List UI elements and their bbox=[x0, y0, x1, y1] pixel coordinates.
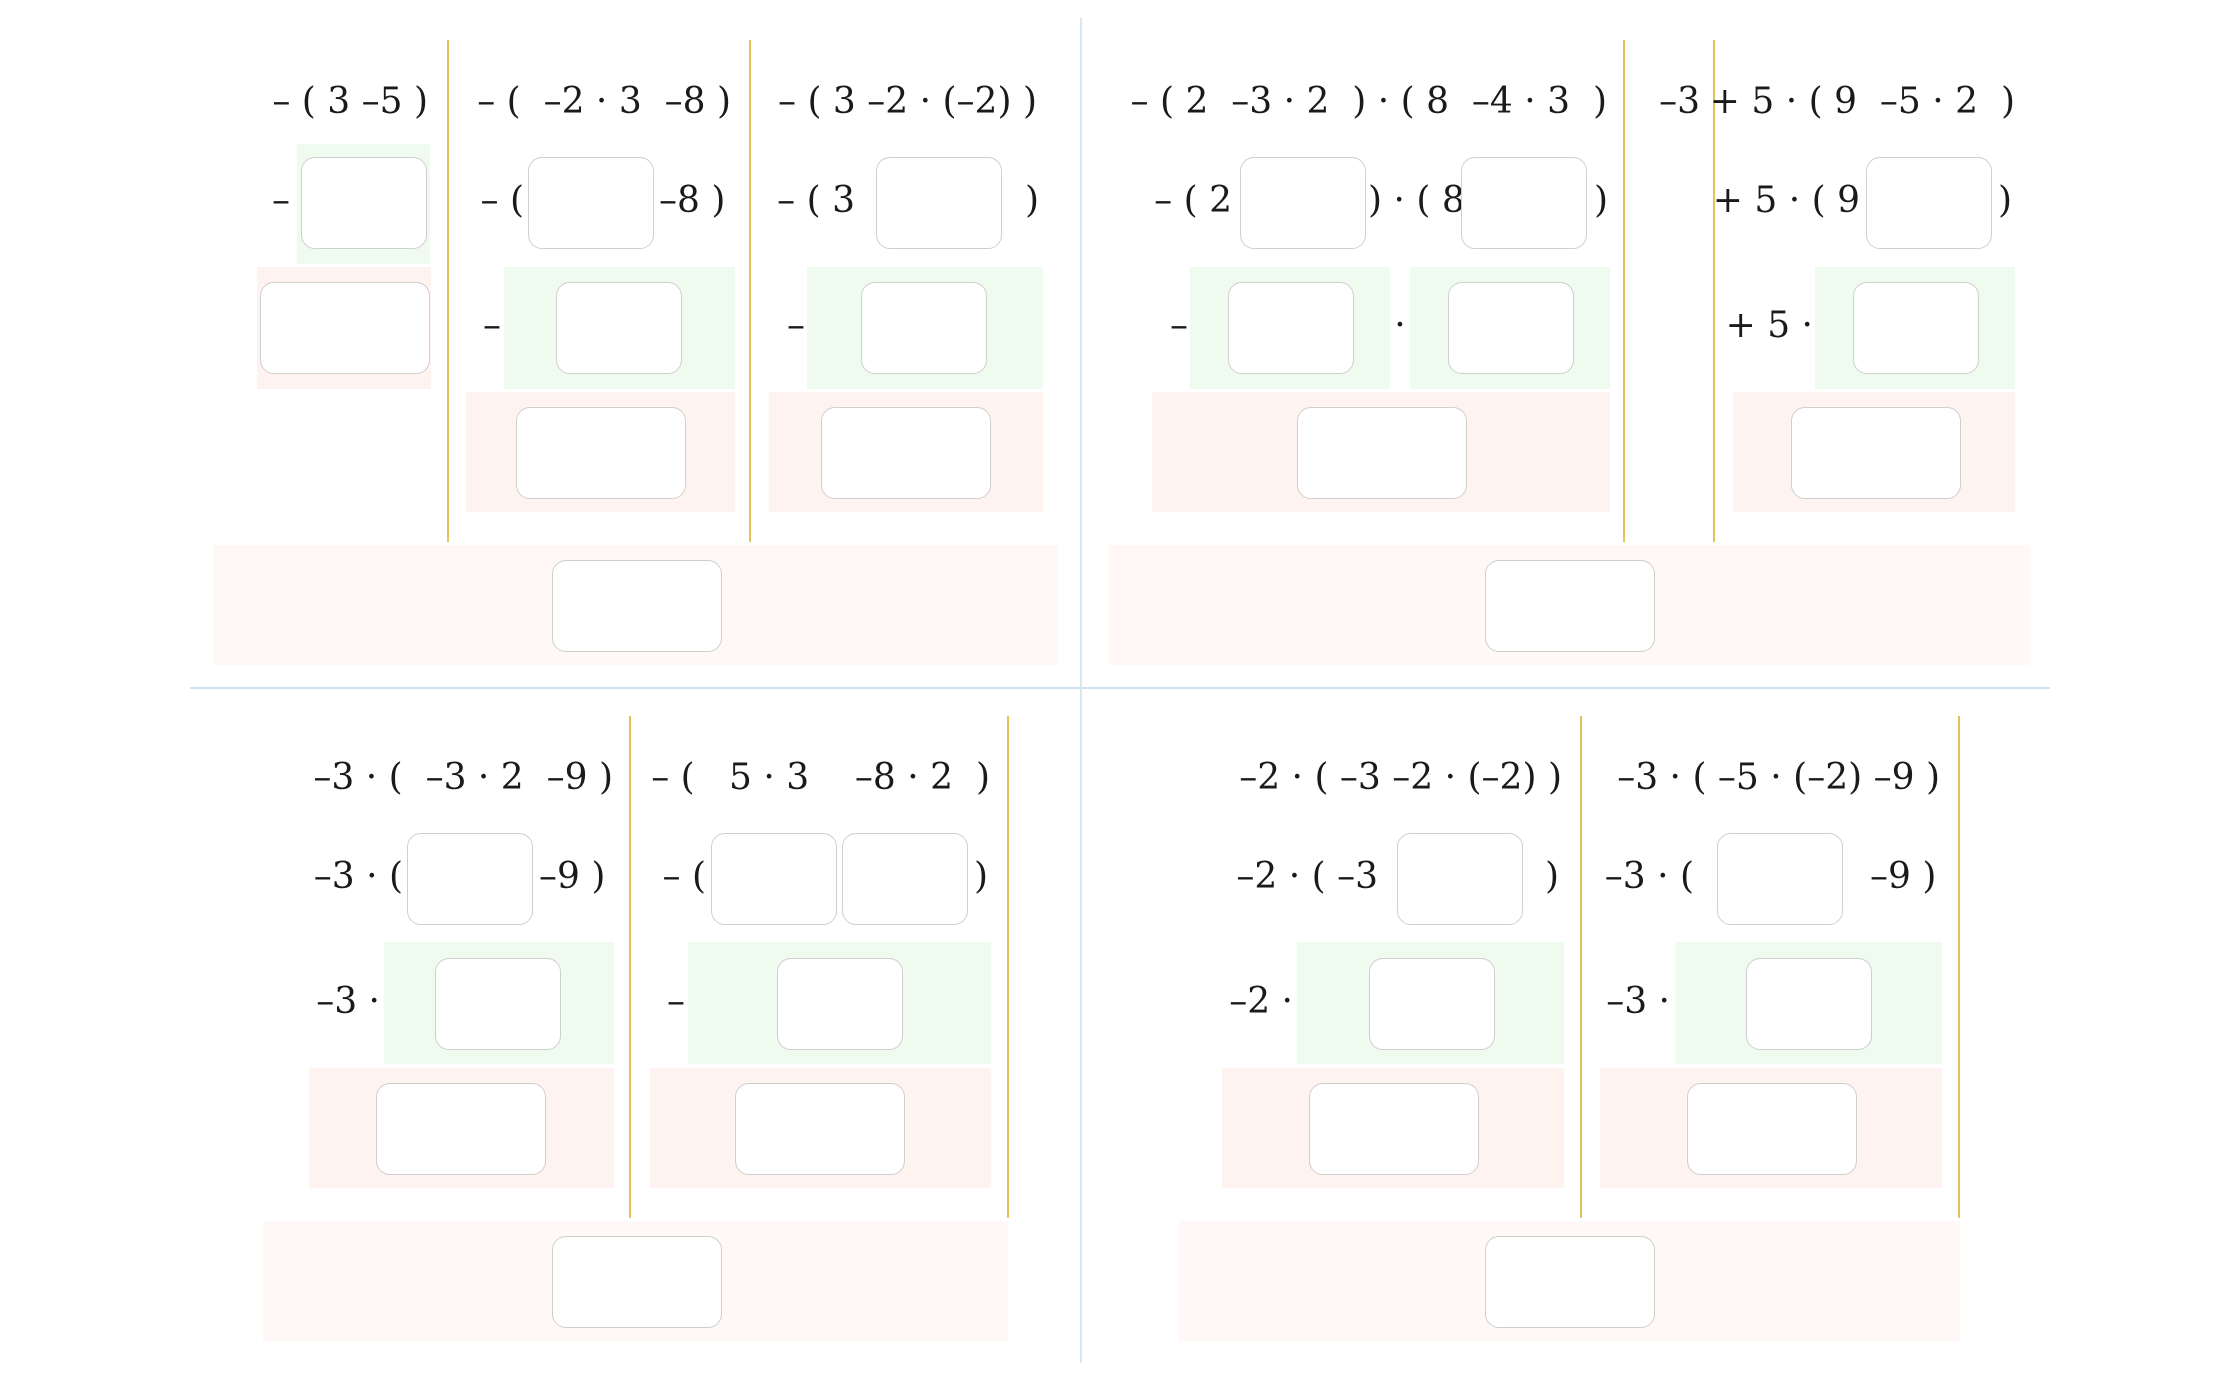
multiply-dot: · bbox=[1394, 305, 1406, 346]
answer-input[interactable] bbox=[842, 833, 968, 925]
answer-input[interactable] bbox=[735, 1083, 905, 1175]
step-prefix: –3 · ( bbox=[313, 856, 403, 897]
column-separator bbox=[749, 40, 751, 542]
final-answer-input[interactable] bbox=[1485, 560, 1655, 652]
step-prefix: – bbox=[667, 981, 685, 1022]
expression: – ( 5 · 3 –8 · 2 ) bbox=[651, 757, 990, 798]
answer-input[interactable] bbox=[516, 407, 686, 499]
step-prefix: –3 · bbox=[1606, 981, 1670, 1022]
answer-input[interactable] bbox=[1228, 282, 1354, 374]
step-suffix: –8 ) bbox=[659, 180, 726, 221]
answer-input[interactable] bbox=[876, 157, 1002, 249]
column-separator bbox=[1713, 40, 1715, 542]
answer-input[interactable] bbox=[777, 958, 903, 1050]
column-separator bbox=[447, 40, 449, 542]
final-answer-input[interactable] bbox=[1485, 1236, 1655, 1328]
step-prefix: – ( 2 bbox=[1154, 180, 1232, 221]
step-suffix: ) bbox=[974, 856, 989, 897]
answer-input[interactable] bbox=[376, 1083, 546, 1175]
step-prefix: – bbox=[1170, 305, 1188, 346]
answer-input[interactable] bbox=[1240, 157, 1366, 249]
answer-input[interactable] bbox=[1717, 833, 1843, 925]
answer-input[interactable] bbox=[1687, 1083, 1857, 1175]
answer-input[interactable] bbox=[528, 157, 654, 249]
step-prefix: –3 · bbox=[316, 981, 380, 1022]
step-prefix: – ( 3 bbox=[777, 180, 855, 221]
answer-input[interactable] bbox=[1461, 157, 1587, 249]
answer-input[interactable] bbox=[407, 833, 533, 925]
expression: –3 · ( –3 · 2 –9 ) bbox=[313, 757, 613, 798]
expression: – ( 3 –5 ) bbox=[272, 81, 428, 122]
step-prefix: + 5 · ( 9 bbox=[1712, 180, 1860, 221]
answer-input[interactable] bbox=[861, 282, 987, 374]
expression: + 5 · ( 9 –5 · 2 ) bbox=[1709, 81, 2015, 122]
answer-input[interactable] bbox=[556, 282, 682, 374]
answer-input[interactable] bbox=[1309, 1083, 1479, 1175]
vertical-quadrant-divider bbox=[1080, 18, 1082, 1363]
step-suffix: –9 ) bbox=[539, 856, 606, 897]
step-prefix: – ( bbox=[480, 180, 525, 221]
column-separator bbox=[1958, 716, 1960, 1218]
expression: –2 · ( –3 –2 · (–2) ) bbox=[1239, 757, 1562, 798]
expression: – ( 3 –2 · (–2) ) bbox=[778, 81, 1037, 122]
step-suffix: ) bbox=[1998, 180, 2013, 221]
answer-input[interactable] bbox=[301, 157, 427, 249]
step-prefix: – bbox=[787, 305, 805, 346]
step-middle: ) · ( 8 bbox=[1368, 180, 1465, 221]
column-separator bbox=[629, 716, 631, 1218]
answer-input[interactable] bbox=[1746, 958, 1872, 1050]
expression: – ( 2 –3 · 2 ) · ( 8 –4 · 3 ) bbox=[1130, 81, 1607, 122]
step-prefix: –2 · ( –3 bbox=[1236, 856, 1378, 897]
expression: –3 · ( –5 · (–2) –9 ) bbox=[1617, 757, 1940, 798]
answer-input[interactable] bbox=[435, 958, 561, 1050]
answer-input[interactable] bbox=[1791, 407, 1961, 499]
step-suffix: –9 ) bbox=[1870, 856, 1937, 897]
answer-input[interactable] bbox=[1369, 958, 1495, 1050]
step-prefix: –3 · ( bbox=[1604, 856, 1694, 897]
expression: –3 bbox=[1659, 81, 1700, 122]
step-prefix: + 5 · bbox=[1725, 305, 1813, 346]
step-prefix: – bbox=[483, 305, 501, 346]
expression: – ( –2 · 3 –8 ) bbox=[477, 81, 731, 122]
answer-input[interactable] bbox=[1397, 833, 1523, 925]
step-prefix: –2 · bbox=[1229, 981, 1293, 1022]
answer-input[interactable] bbox=[711, 833, 837, 925]
horizontal-quadrant-divider bbox=[190, 687, 2050, 689]
step-suffix: ) bbox=[1025, 180, 1040, 221]
answer-input[interactable] bbox=[1448, 282, 1574, 374]
column-separator bbox=[1580, 716, 1582, 1218]
step-suffix: ) bbox=[1594, 180, 1609, 221]
answer-input[interactable] bbox=[1297, 407, 1467, 499]
final-answer-input[interactable] bbox=[552, 560, 722, 652]
final-answer-input[interactable] bbox=[552, 1236, 722, 1328]
answer-input[interactable] bbox=[821, 407, 991, 499]
step-prefix: – bbox=[272, 180, 290, 221]
answer-input[interactable] bbox=[1853, 282, 1979, 374]
step-suffix: ) bbox=[1545, 856, 1560, 897]
answer-input[interactable] bbox=[260, 282, 430, 374]
answer-input[interactable] bbox=[1866, 157, 1992, 249]
column-separator bbox=[1623, 40, 1625, 542]
step-prefix: – ( bbox=[662, 856, 707, 897]
column-separator bbox=[1007, 716, 1009, 1218]
